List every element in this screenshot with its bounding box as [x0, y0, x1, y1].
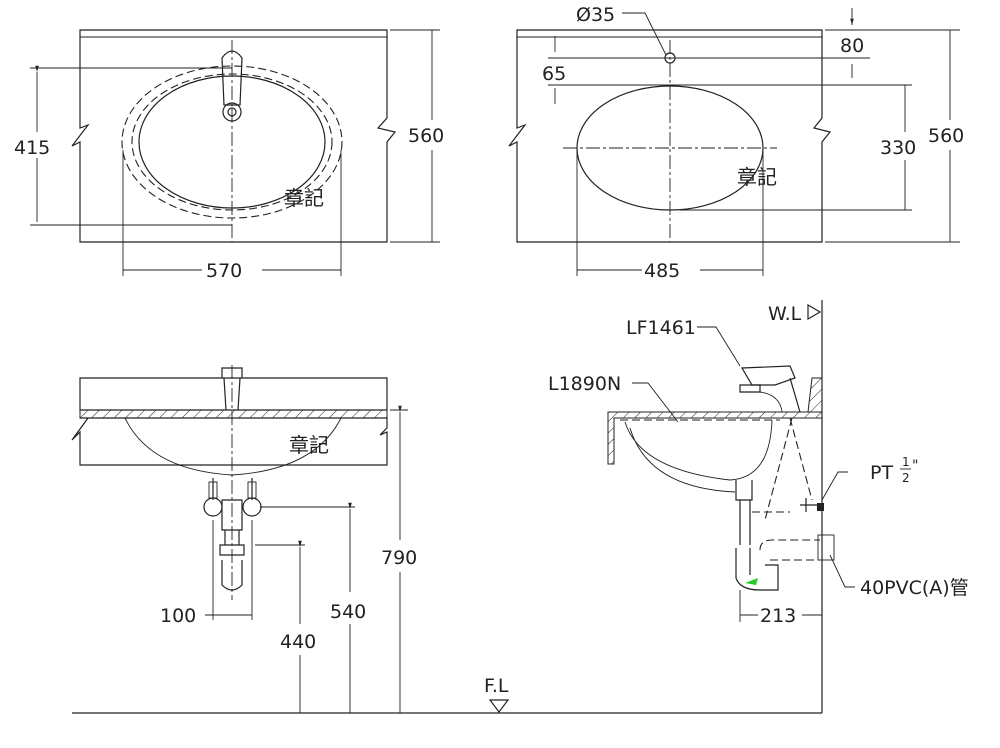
dim-100: 100	[160, 605, 196, 627]
svg-text:1: 1	[902, 455, 910, 469]
dim-570: 570	[206, 260, 242, 282]
dim-540: 540	[330, 601, 366, 623]
dim-213: 213	[760, 605, 796, 627]
dim-440: 440	[280, 631, 316, 653]
dim-485: 485	[644, 260, 680, 282]
supply-valve-icon	[817, 503, 824, 511]
side-elevation-view	[607, 300, 855, 713]
svg-text:2: 2	[902, 471, 910, 485]
drain-pipe-label: 40PVC(A)管	[860, 577, 969, 599]
mark-label-2: 章記	[737, 165, 777, 189]
dim-415: 415	[14, 137, 50, 159]
dim-80: 80	[840, 35, 864, 57]
front-elevation-view	[71, 365, 822, 714]
dim-790: 790	[381, 547, 417, 569]
faucet-icon	[221, 50, 243, 122]
svg-text:PT: PT	[870, 462, 893, 484]
mark-label-3: 章記	[289, 433, 329, 457]
faucet-side-icon	[739, 365, 801, 413]
dim-560-left: 560	[408, 125, 444, 147]
svg-text:": "	[912, 458, 918, 474]
top-plan-view	[30, 29, 440, 276]
dim-65: 65	[542, 63, 566, 85]
trap-highlight	[745, 578, 758, 585]
basin-model-label: L1890N	[548, 373, 621, 395]
cutout-plan-view	[508, 8, 960, 276]
wall-level-triangle-icon	[807, 303, 822, 321]
dim-hole-diameter: Ø35	[576, 4, 615, 26]
mark-label-1: 章記	[284, 186, 324, 210]
supply-thread-label: PT 1 2 "	[870, 455, 918, 485]
dim-330: 330	[880, 137, 916, 159]
floor-level-label: F.L	[484, 675, 509, 697]
faucet-model-label: LF1461	[626, 317, 696, 339]
dim-560-right: 560	[928, 125, 964, 147]
floor-level-triangle-icon	[488, 699, 510, 713]
wall-level-label: W.L	[768, 303, 802, 325]
